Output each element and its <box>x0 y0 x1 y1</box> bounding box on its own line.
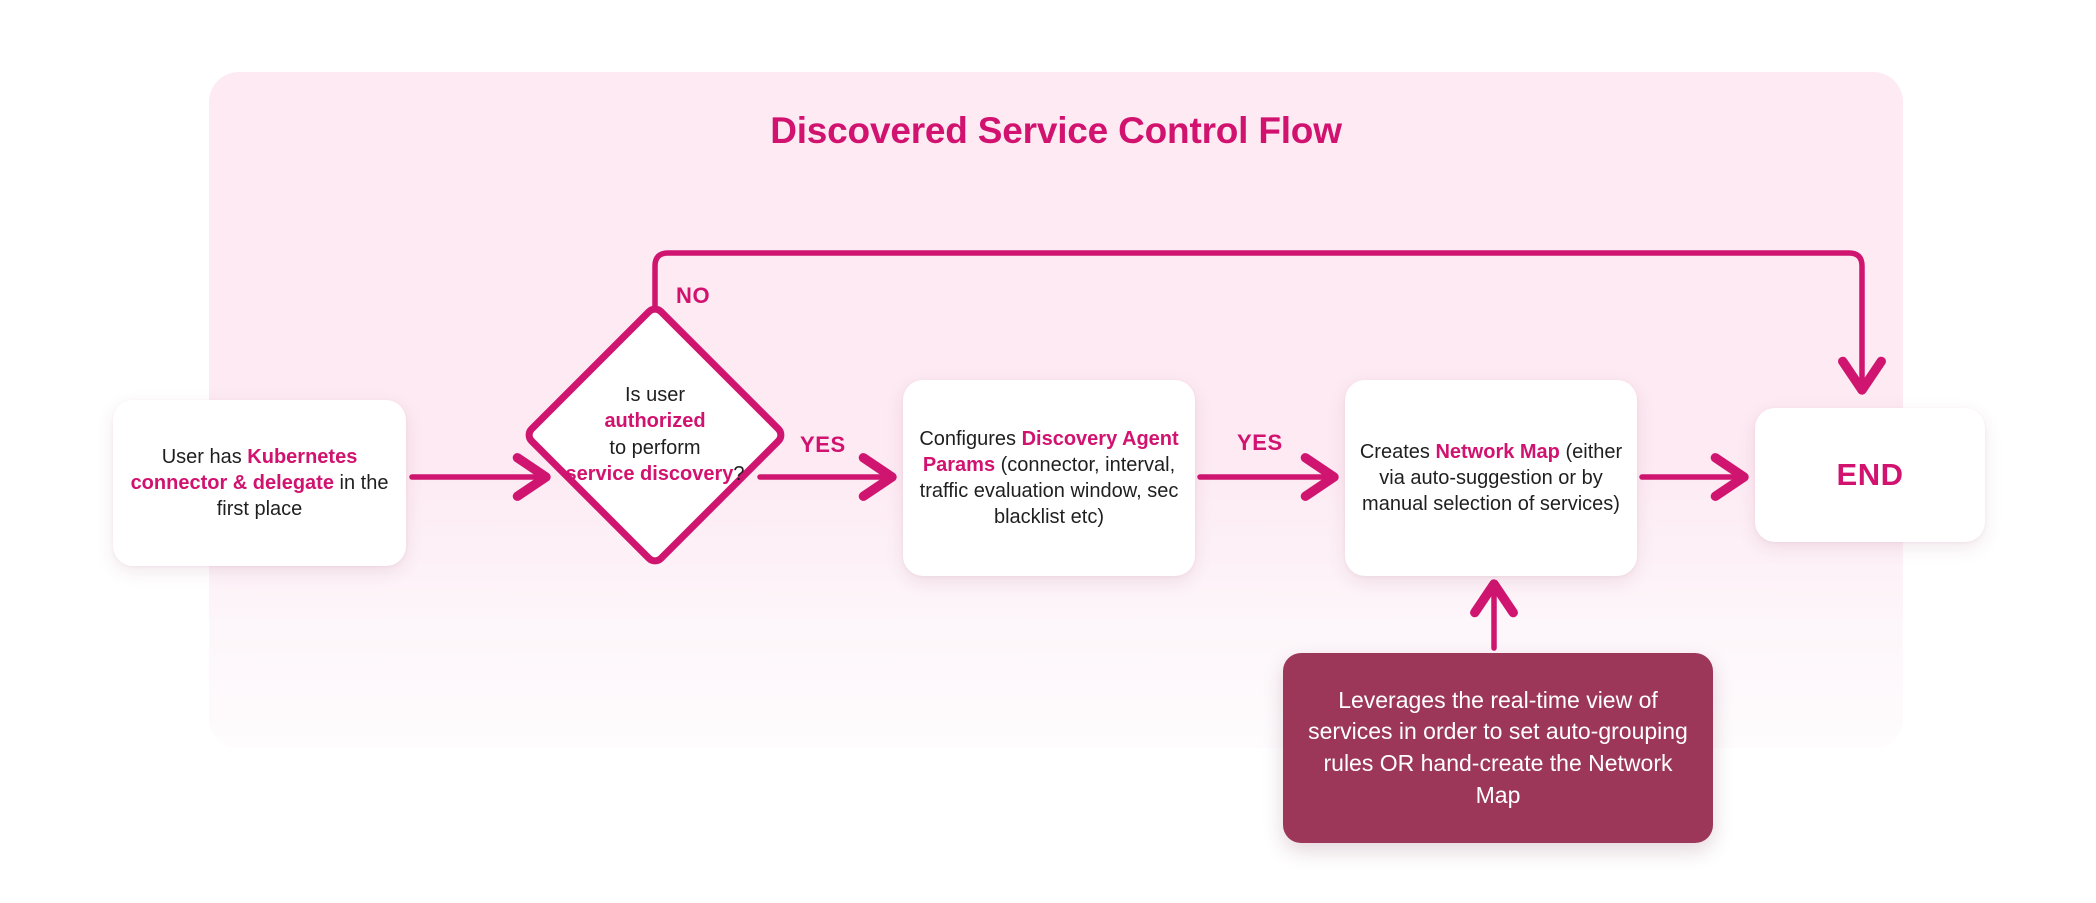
node-user-text: User has Kubernetes connector & delegate… <box>113 444 406 522</box>
node-decision-line-1: Is user <box>624 384 686 407</box>
node-netmap-line-2: Network Map <box>1435 441 1560 463</box>
node-netmap-line-3: (either via auto-suggestion or by manual… <box>1362 441 1623 515</box>
note-text: Leverages the real-time view of services… <box>1308 686 1688 808</box>
node-user-line-2: Kubernetes connector & delegate <box>130 446 358 494</box>
node-decision-line-5: ? <box>733 463 745 486</box>
node-decision-authorized[interactable]: Is user authorized to perform service di… <box>520 300 790 570</box>
node-user-has-connector[interactable]: User has Kubernetes connector & delegate… <box>113 400 406 566</box>
node-end-label: END <box>1836 456 1904 492</box>
node-decision-text: Is user authorized to perform service di… <box>500 382 810 488</box>
node-decision-line-3: to perform <box>609 437 701 459</box>
page-title: Discovered Service Control Flow <box>770 110 1342 151</box>
node-configures-discovery-agent-params[interactable]: Configures Discovery Agent Params (conne… <box>903 380 1195 576</box>
node-configure-line-3: (connector, interval, traffic evaluation… <box>919 454 1179 528</box>
node-user-line-3: in the first place <box>216 472 389 520</box>
node-configure-line-2: Discovery Agent Params <box>922 428 1179 476</box>
node-decision-line-4: service discovery <box>565 463 734 486</box>
edge-label-yes-2: YES <box>1237 430 1283 455</box>
node-user-line-1: User has <box>161 446 248 468</box>
note-leverages-realtime-view[interactable]: Leverages the real-time view of services… <box>1283 653 1713 843</box>
node-configure-line-1: Configures <box>919 428 1022 450</box>
node-netmap-text: Creates Network Map (either via auto-sug… <box>1345 439 1637 517</box>
node-decision-line-2: authorized <box>604 410 706 433</box>
node-creates-network-map[interactable]: Creates Network Map (either via auto-sug… <box>1345 380 1637 576</box>
node-end[interactable]: END <box>1755 408 1985 542</box>
edge-label-yes-1: YES <box>800 432 846 457</box>
node-configure-text: Configures Discovery Agent Params (conne… <box>903 426 1195 530</box>
edge-label-no: NO <box>676 283 711 308</box>
node-netmap-line-1: Creates <box>1359 441 1436 463</box>
